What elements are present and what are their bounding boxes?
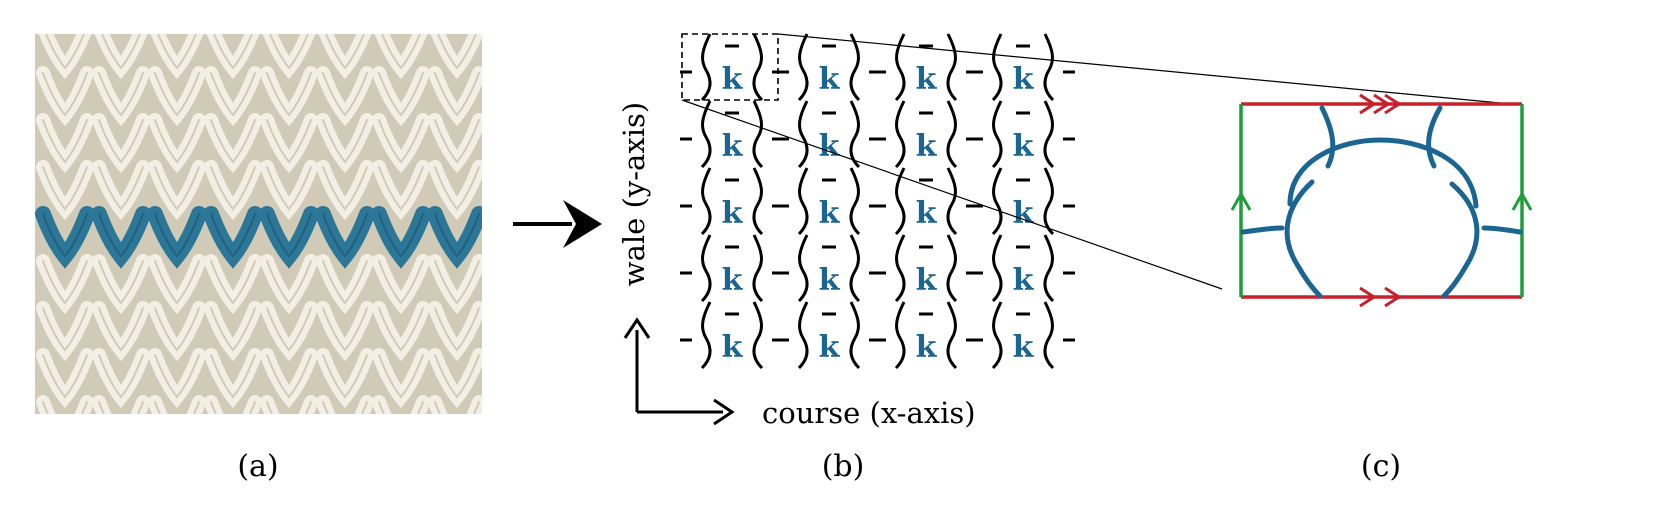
stitch-label: k [1013, 196, 1035, 231]
stitch-cell: k [971, 100, 1075, 169]
caption-b: (b) [822, 449, 865, 484]
caption-a: (a) [237, 449, 278, 484]
stitch-label: k [722, 196, 744, 231]
arrow-left [1230, 190, 1252, 211]
stitch-cell: k [680, 100, 784, 169]
stitch-label: k [819, 196, 841, 231]
stitch-cell: k [777, 100, 881, 169]
stitch-cell: k [874, 167, 978, 236]
stitch-label: k [722, 129, 744, 164]
stitch-label: k [916, 129, 938, 164]
stitch-cell: k [680, 301, 784, 370]
stitch-cell: k [680, 234, 784, 303]
stitch-label: k [1013, 330, 1035, 365]
zoom-line-bottom [681, 99, 1223, 290]
axes [623, 317, 735, 426]
stitch-label: k [819, 62, 841, 97]
stitch-cell: k [777, 33, 881, 102]
double-arrow-bottom [1359, 286, 1402, 308]
stitch-cell: k [680, 33, 784, 102]
stitch-label: k [819, 263, 841, 298]
y-axis-label: wale (y-axis) [617, 102, 651, 286]
stitch-label: k [916, 196, 938, 231]
stitch-label: k [1013, 263, 1035, 298]
double-arrow-top [1359, 93, 1402, 115]
arrow-right [1511, 190, 1533, 211]
stitch-label: k [819, 129, 841, 164]
stitch-label: k [722, 330, 744, 365]
stitch-detail-panel: (c) [1230, 93, 1533, 484]
stitch-cell: k [874, 33, 978, 102]
stitch-label: k [916, 62, 938, 97]
knit-stitch-pattern [35, 34, 482, 414]
stitch-cell: k [874, 234, 978, 303]
stitch-label: k [1013, 129, 1035, 164]
stitch-cell: k [680, 167, 784, 236]
caption-c: (c) [1361, 449, 1401, 484]
stitch-label: k [1013, 62, 1035, 97]
stitch-label: k [722, 62, 744, 97]
stitch-cell: k [874, 301, 978, 370]
stitch-cell: k [777, 301, 881, 370]
knit-photo-panel: (a) [35, 34, 482, 484]
yarn-strands [1240, 105, 1523, 299]
stitch-label: k [916, 330, 938, 365]
stitch-label: k [819, 330, 841, 365]
stitch-cell: k [971, 234, 1075, 303]
stitch-label: k [722, 263, 744, 298]
stitch-label: k [916, 263, 938, 298]
stitch-cell: k [777, 234, 881, 303]
selection-box [681, 33, 779, 101]
stitch-cell: k [777, 167, 881, 236]
stitch-cell: k [971, 301, 1075, 370]
stitch-cell: k [874, 100, 978, 169]
x-axis-label: course (x-axis) [762, 396, 976, 430]
stitch-cell: k [971, 167, 1075, 236]
zoom-line-top [777, 33, 1501, 104]
stitch-cell: k [971, 33, 1075, 102]
transform-arrow [513, 200, 602, 248]
